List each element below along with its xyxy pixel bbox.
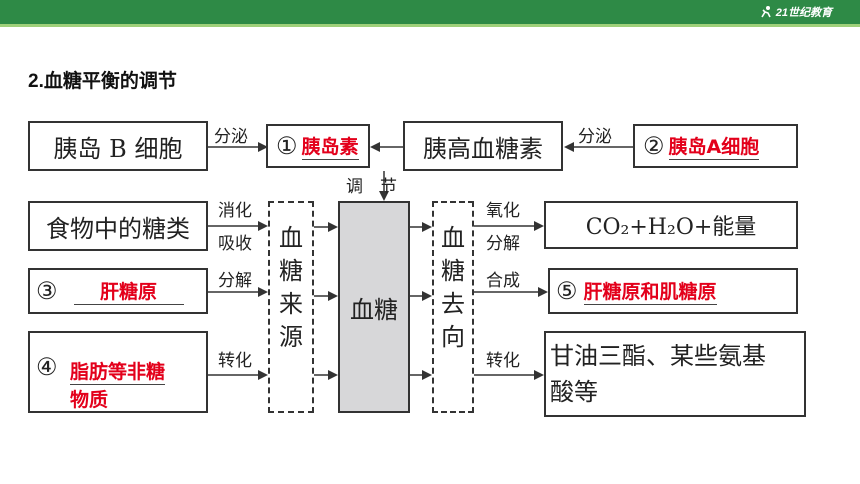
arrows-source-to-blood [314,222,338,380]
arrow-glycogen-to-source [208,287,268,297]
decompose-dest-label: 分解 [486,234,520,254]
oxidize-label: 氧化 [486,201,520,221]
absorb-label: 吸收 [218,234,252,254]
arrow-nonsugar-to-source [208,370,268,380]
answer-islet-a-cell: 胰岛A细胞 [668,132,760,160]
answer-liver-muscle-glycogen: 肝糖原和肌糖原 [583,277,717,305]
non-sugar-box: ④ 脂肪等非糖 物质 [28,331,208,413]
fats-box: 甘油三酯、某些氨基 酸等 [544,331,806,417]
source-char-3: 来 [279,290,303,318]
dest-char-4: 向 [441,323,465,351]
digest-label: 消化 [218,201,252,221]
convert-source-label: 转化 [218,351,252,371]
glycogen-source-box: ③ 肝糖原 [28,268,208,314]
source-char-4: 源 [279,323,303,351]
dest-char-1: 血 [441,224,465,252]
secrete-left-label: 分泌 [214,127,248,147]
logo-text: 21世纪教育 [775,7,832,19]
sugar-destination-box [432,201,474,413]
answer-insulin: 胰岛素 [301,132,359,160]
circle-2: ② [643,132,665,160]
page-title: 2.血糖平衡的调节 [28,71,177,92]
fats-line2: 酸等 [550,378,598,406]
products-box: CO₂+H₂O+能量 [544,201,798,249]
arrow-dest-to-fats [474,370,544,380]
runner-icon [761,6,771,18]
sugar-source-label: 血 糖 来 源 [268,222,314,354]
arrow-regulate [379,171,389,201]
dest-char-3: 去 [441,290,465,318]
arrow-secrete-right [564,142,634,152]
sugar-destination-label: 血 糖 去 向 [432,222,474,354]
food-sugar-box: 食物中的糖类 [28,201,208,251]
source-char-1: 血 [279,224,303,252]
regulate-label: 调 节 [346,177,397,197]
secrete-right-label: 分泌 [578,127,612,147]
circle-3: ③ [36,277,58,305]
decompose-source-label: 分解 [218,271,252,291]
islet-b-cell-box: 胰岛 B 细胞 [28,121,208,171]
brand-logo: 21世纪教育 [759,3,832,21]
arrow-dest-to-products [474,221,544,231]
source-char-2: 糖 [279,257,303,285]
circle-5: ⑤ [556,277,578,305]
answer-non-sugar-line1: 脂肪等非糖 [70,357,166,385]
arrow-secrete-left [208,142,268,152]
food-sugar-label: 食物中的糖类 [46,214,190,243]
blood-sugar-label: 血糖 [350,295,398,324]
arrow-food-to-source [208,221,268,231]
header-accent-line [0,24,860,27]
sugar-source-box [268,201,314,413]
header-bar: 21世纪教育 [0,0,860,24]
answer-non-sugar-line2: 物质 [70,389,109,411]
products-label: CO₂+H₂O+能量 [585,215,757,240]
fats-line1: 甘油三酯、某些氨基 [550,342,766,370]
glycogen-dest-box: ⑤ 肝糖原和肌糖原 [548,268,798,314]
blood-sugar-box: 血糖 [338,201,410,413]
circle-4: ④ [36,353,58,381]
islet-a-cell-box: ② 胰岛A细胞 [633,124,798,168]
circle-1: ① [276,132,298,160]
glucagon-label: 胰高血糖素 [423,134,543,163]
convert-dest-label: 转化 [486,351,520,371]
answer-liver-glycogen: 肝糖原 [73,277,184,305]
islet-b-cell-label: 胰岛 B 细胞 [53,134,183,163]
arrow-dest-to-glycogen [474,287,548,297]
glucagon-box: 胰高血糖素 [403,121,563,171]
insulin-box: ① 胰岛素 [266,124,370,168]
arrows-blood-to-dest [410,222,432,380]
arrow-glucagon-to-insulin [370,142,404,152]
synthesize-label: 合成 [486,271,520,291]
dest-char-2: 糖 [441,257,465,285]
